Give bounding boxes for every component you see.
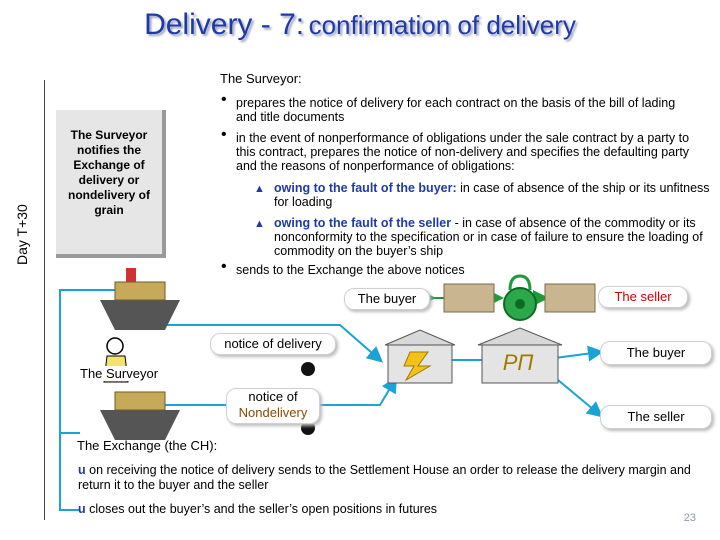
bullet-dot-icon: •: [221, 91, 227, 108]
stamp-icon: [301, 421, 315, 435]
buyer-right-label: The buyer: [600, 341, 712, 365]
surveyor-bullet-1: • prepares the notice of delivery for ea…: [221, 92, 696, 125]
notice-nondelivery-line1: notice of: [248, 389, 298, 404]
buyer-top-label: The buyer: [344, 288, 430, 310]
title-sub: confirmation of delivery: [308, 10, 576, 40]
sub-item-lead: owing to the fault of the seller: [274, 216, 452, 230]
page-number: 23: [683, 512, 696, 524]
surveyor-bullet-2: • in the event of nonperformance of obli…: [221, 127, 698, 174]
bullet-dot-icon: •: [221, 126, 227, 143]
diamond-bullet-icon: u: [78, 502, 86, 516]
sub-item-lead: owing to the fault of the buyer:: [274, 181, 457, 195]
stamp-icon: [301, 362, 315, 376]
divider-line: [44, 80, 45, 520]
bullet-text: prepares the notice of delivery for each…: [236, 96, 676, 124]
banknote-icon: [544, 283, 596, 313]
seller-top-label: The seller: [598, 286, 688, 308]
bullet-text: sends to the Exchange the above notices: [236, 263, 465, 277]
exchange-item-2: u closes out the buyer’s and the seller’…: [78, 502, 638, 517]
sub-item-text: in case of absence of the ship or its un…: [274, 181, 710, 209]
surveyor-label: The Surveyor: [80, 366, 159, 381]
triangle-bullet-icon: ▲: [254, 218, 265, 230]
banknote-icon: [443, 283, 495, 313]
exchange-item-text: closes out the buyer’s and the seller’s …: [89, 502, 438, 516]
exchange-heading: The Exchange (the CH):: [77, 438, 218, 453]
exchange-logo: РП: [502, 350, 534, 375]
surveyor-notifies-box: The Surveyor notifies the Exchange of de…: [56, 110, 166, 258]
sub-item-text: - in case of absence of the commodity or…: [274, 216, 703, 258]
exchange-item-1: u on receiving the notice of delivery se…: [78, 463, 698, 493]
sub-item-seller-fault: ▲ owing to the fault of the seller - in …: [254, 216, 712, 258]
notice-delivery-label: notice of delivery: [210, 333, 336, 355]
notice-nondelivery-line2: Nondelivery: [238, 405, 308, 420]
triangle-bullet-icon: ▲: [254, 183, 265, 195]
ship-icon: [100, 268, 180, 330]
surveyor-heading: The Surveyor:: [220, 71, 302, 86]
notice-nondelivery-label: notice of Nondelivery: [226, 388, 320, 424]
exchange-item-text: on receiving the notice of delivery send…: [78, 463, 691, 492]
ship-icon: [100, 391, 180, 440]
lock-icon: [503, 274, 537, 321]
exchange-building-icon: [384, 329, 456, 384]
surveyor-bullet-3: • sends to the Exchange the above notice…: [221, 259, 696, 278]
settlement-house-icon: [477, 327, 563, 384]
sub-item-buyer-fault: ▲ owing to the fault of the buyer: in ca…: [254, 181, 710, 209]
bullet-dot-icon: •: [221, 258, 227, 275]
bullet-text: in the event of nonperformance of obliga…: [236, 131, 690, 173]
diamond-bullet-icon: u: [78, 463, 86, 477]
seller-right-label: The seller: [600, 405, 712, 429]
slide-title: Delivery - 7: confirmation of delivery: [0, 8, 720, 42]
title-main: Delivery - 7:: [144, 8, 305, 41]
